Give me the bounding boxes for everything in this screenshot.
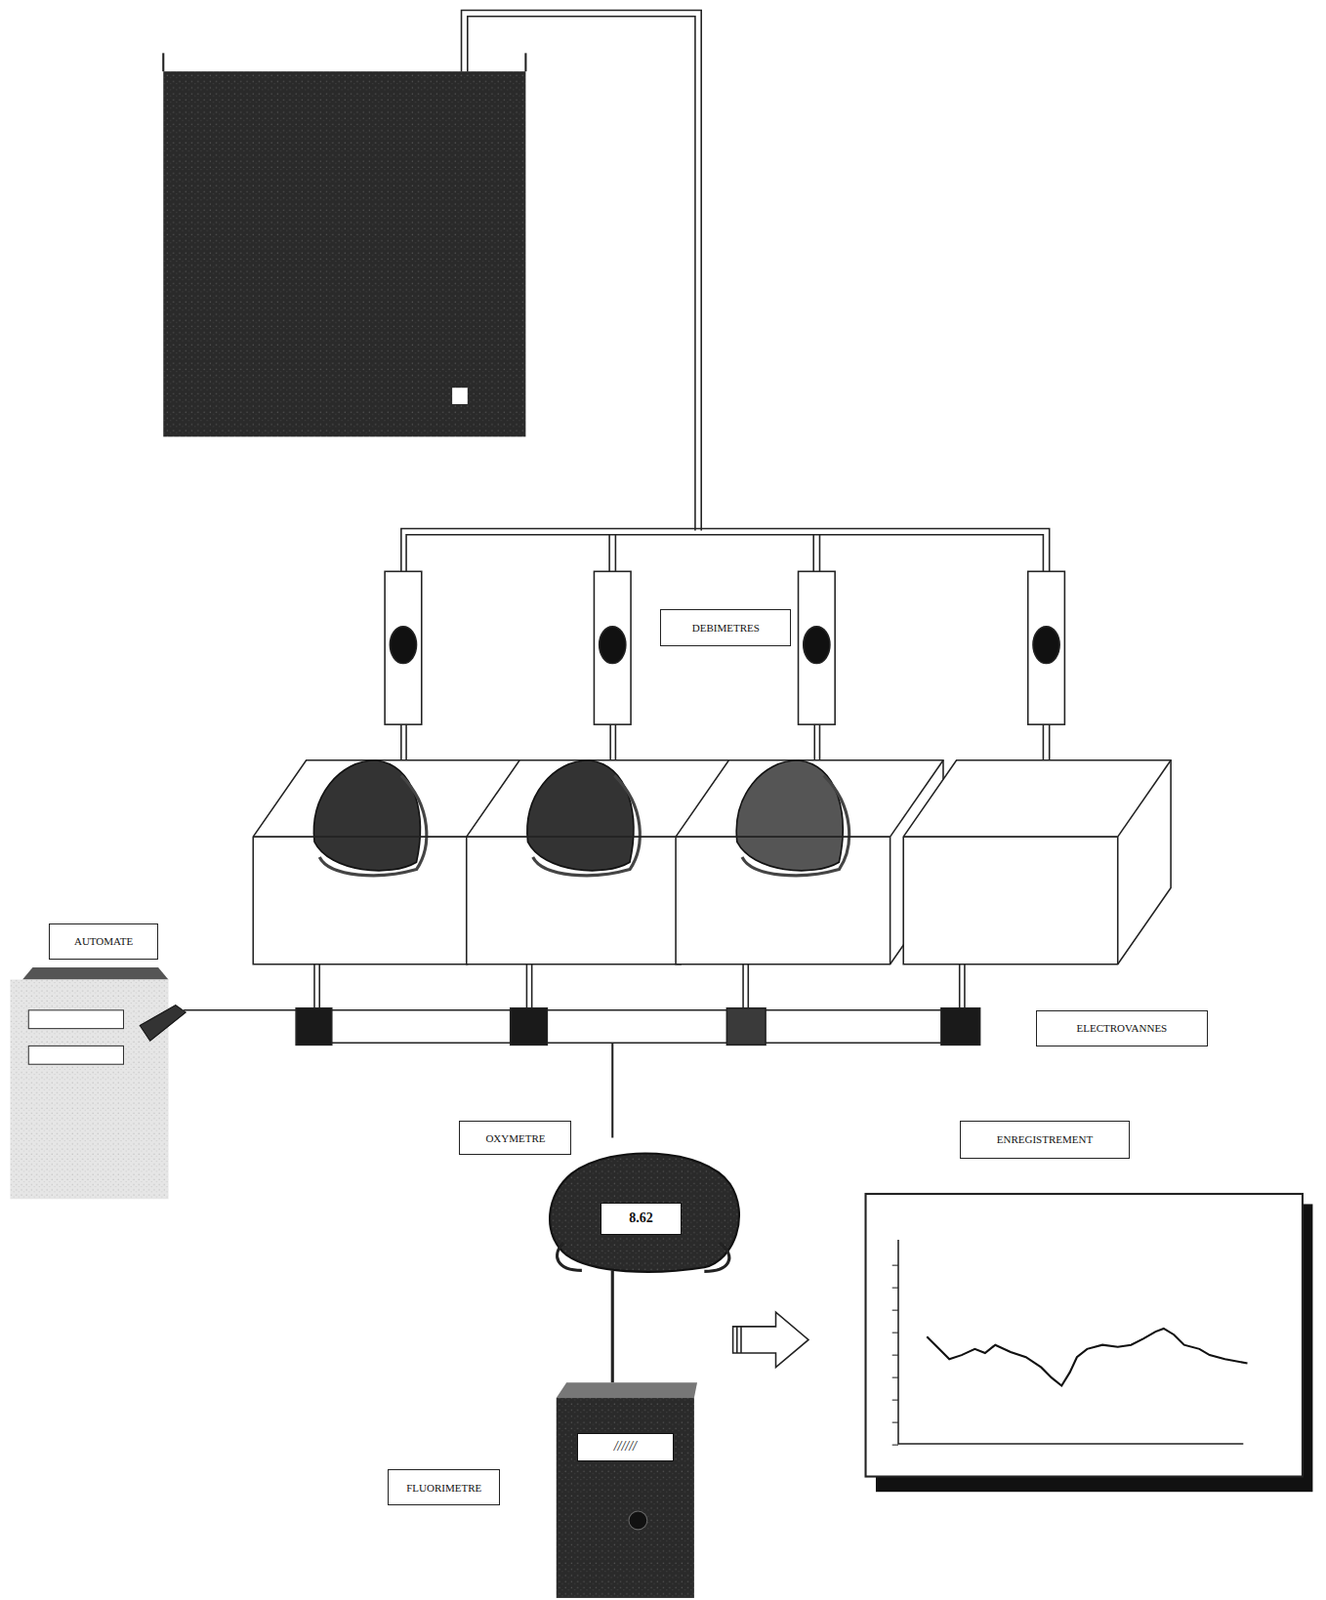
node-text: ////// [614, 1439, 637, 1455]
node-text: ENREGISTREMENT [996, 1133, 1093, 1146]
label-box: FLUORIMETRE [387, 1469, 500, 1506]
recording-chart [866, 1194, 1314, 1492]
label-box: ELECTROVANNES [1035, 1010, 1208, 1047]
label-box: DEBIMETRES [660, 609, 791, 647]
label-box: ENREGISTREMENT [959, 1120, 1131, 1160]
flowmeters [384, 571, 1065, 760]
reservoir [163, 71, 526, 437]
display-readout: ////// [577, 1433, 674, 1462]
node-text: FLUORIMETRE [406, 1482, 482, 1494]
node-text: ELECTROVANNES [1077, 1022, 1168, 1035]
fluorimeter [556, 1382, 698, 1599]
node-text: OXYMETRE [485, 1132, 545, 1145]
label-box: AUTOMATE [48, 923, 159, 960]
oxymeter [549, 1153, 740, 1272]
output-arrow [733, 1312, 809, 1368]
node-text: AUTOMATE [74, 935, 133, 948]
valve-manifold [183, 1008, 980, 1384]
experimental-tanks [252, 760, 1171, 1009]
supply-pipe [401, 9, 1050, 572]
node-text: 8.62 [628, 1210, 654, 1227]
controller [9, 967, 186, 1200]
display-readout: 8.62 [600, 1202, 683, 1236]
node-text: DEBIMETRES [692, 621, 760, 634]
label-box: OXYMETRE [458, 1120, 572, 1157]
